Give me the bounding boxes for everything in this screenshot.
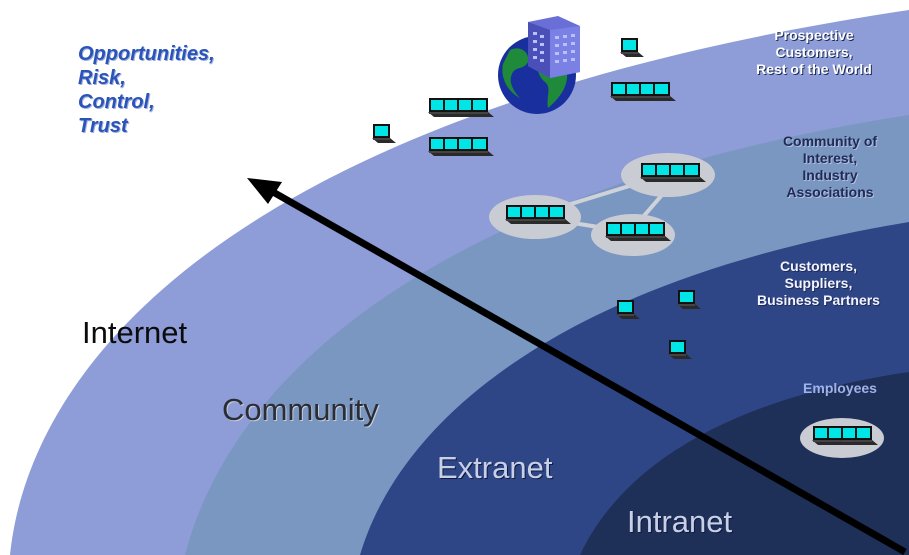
ring-label-extranet: Extranet: [437, 450, 553, 485]
audience-internet: Prospective Customers, Rest of the World: [756, 27, 872, 77]
goal-risk: Risk,: [78, 67, 126, 89]
computer-group-icon: [812, 426, 878, 445]
arrow-icon: [247, 178, 907, 555]
ring-label-intranet: Intranet: [627, 504, 733, 539]
computer-group-icon: [610, 82, 676, 101]
computer-group-icon: [605, 222, 671, 241]
goal-trust: Trust: [78, 115, 128, 137]
computer-icon: [372, 124, 396, 143]
intranet-network: [800, 418, 884, 458]
computer-group-icon: [428, 98, 494, 117]
computer-group-icon: [428, 137, 494, 156]
goal-list: Opportunities, Risk, Control, Trust: [78, 42, 215, 138]
audience-community: Community of Interest, Industry Associat…: [782, 133, 878, 200]
computer-icon: [620, 38, 644, 57]
audience-extranet: Customers, Suppliers, Business Partners: [757, 258, 880, 308]
goal-control: Control,: [78, 91, 155, 113]
ring-label-internet: Internet: [82, 315, 188, 350]
ring-label-community: Community: [222, 392, 379, 427]
building-icon: [528, 16, 580, 78]
computer-group-icon: [640, 163, 706, 182]
community-network: [489, 153, 715, 256]
goal-opportunities: Opportunities,: [78, 43, 215, 65]
computer-group-icon: [505, 205, 571, 224]
audience-intranet: Employees: [803, 380, 877, 396]
